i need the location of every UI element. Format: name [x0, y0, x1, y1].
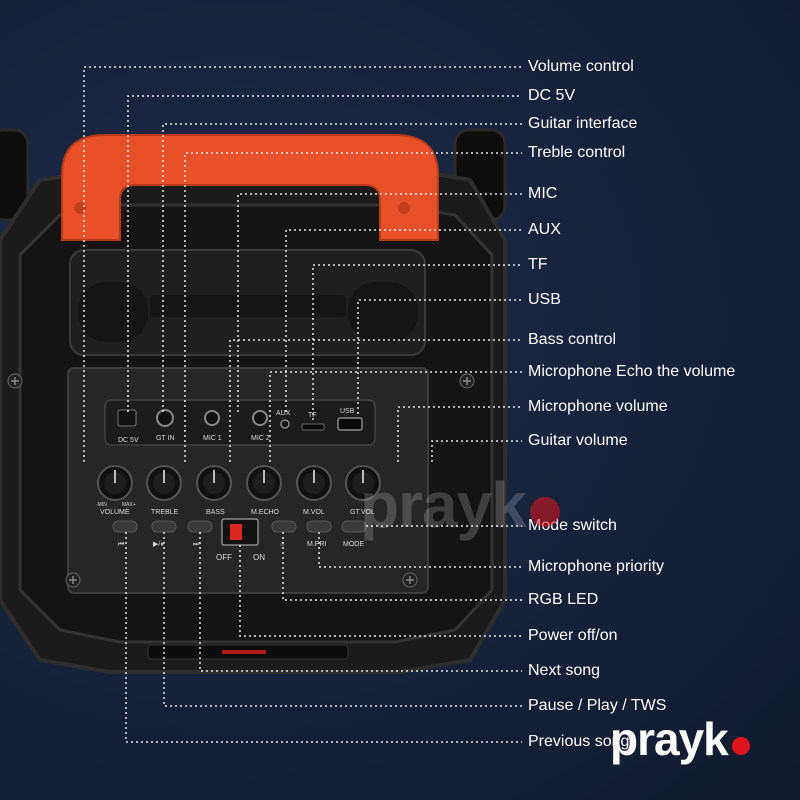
brand-watermark-text: prayk — [360, 469, 527, 541]
button-label-mode: MODE — [343, 541, 364, 548]
knob-mic-volume — [296, 465, 332, 501]
button-label-led: ☼ — [279, 541, 285, 548]
port-label-tf: TF — [308, 412, 317, 419]
button-label-next: ⏭ — [193, 541, 200, 548]
carry-handle — [61, 134, 439, 241]
port-label-dc: DC 5V — [118, 437, 139, 444]
callout-guitar-volume: Guitar volume — [528, 432, 628, 449]
callout-previous-song: Previous song — [528, 733, 630, 750]
port-label-mic2: MIC 2 — [251, 435, 270, 442]
brand-logo-text: prayk — [610, 713, 729, 765]
button-next — [187, 520, 213, 533]
button-mic-priority — [306, 520, 332, 533]
knob-treble — [146, 465, 182, 501]
handle-screw-right — [398, 202, 410, 214]
callout-dc-5v: DC 5V — [528, 87, 576, 104]
callout-next-song: Next song — [528, 662, 601, 679]
screw-icon — [459, 373, 475, 389]
mic1-port — [204, 410, 220, 426]
gt-in-port — [156, 409, 174, 427]
callout-rgb-led: RGB LED — [528, 591, 599, 608]
callout-mic: MIC — [528, 185, 558, 202]
power-switch-rocker — [230, 524, 242, 540]
knob-max-label: MAX+ — [122, 502, 136, 508]
screw-icon — [65, 572, 81, 588]
switch-label-off: OFF — [216, 553, 232, 562]
port-label-aux: AUX — [276, 410, 291, 417]
grille-slot-left — [78, 282, 148, 342]
left-wheel — [0, 128, 30, 222]
leader-lines — [83, 66, 522, 743]
callout-tf: TF — [528, 256, 548, 273]
brand-logo: prayk — [610, 712, 750, 766]
port-label-gt: GT IN — [156, 435, 175, 442]
button-label-play: ▶/⏸ — [153, 541, 164, 548]
button-rgb-led — [271, 520, 297, 533]
callout-mic-volume: Microphone volume — [528, 398, 668, 415]
port-label-mic1: MIC 1 — [203, 435, 222, 442]
knob-label-gtvol: GT.VOL — [350, 509, 375, 516]
callout-mic-priority: Microphone priority — [528, 558, 665, 575]
screw-icon — [7, 373, 23, 389]
callout-aux: AUX — [528, 221, 561, 238]
switch-label-on: ON — [253, 553, 265, 562]
handle-screw-left — [74, 202, 86, 214]
mic2-port — [252, 410, 268, 426]
brand-logo-dot — [731, 737, 750, 755]
grille-slot-right — [348, 282, 418, 342]
knob-guitar-volume — [345, 465, 381, 501]
knob-bass — [196, 465, 232, 501]
port-label-usb: USB — [340, 408, 355, 415]
knob-label-treble: TREBLE — [151, 509, 179, 516]
callout-volume-control: Volume control — [528, 58, 634, 75]
brand-watermark: prayk — [360, 468, 560, 542]
knob-label-echo: M.ECHO — [251, 509, 280, 516]
callout-treble-control: Treble control — [528, 144, 626, 161]
callout-power: Power off/on — [528, 627, 618, 644]
callout-bass-control: Bass control — [528, 331, 617, 348]
callout-pause-play-tws: Pause / Play / TWS — [528, 697, 667, 714]
aux-port — [280, 419, 290, 429]
button-previous — [112, 520, 138, 533]
brand-watermark-dot — [529, 497, 560, 527]
screw-icon — [402, 572, 418, 588]
knob-echo — [246, 465, 282, 501]
button-label-previous: ⏮ — [118, 541, 124, 548]
button-play-pause — [151, 520, 177, 533]
tf-slot — [301, 423, 325, 431]
callout-mic-echo: Microphone Echo the volume — [528, 363, 736, 380]
port-strip — [104, 399, 376, 446]
usb-port — [337, 417, 363, 431]
knob-volume — [97, 465, 133, 501]
grille-bar — [150, 295, 346, 317]
knob-label-volume: VOLUME — [100, 509, 130, 516]
knob-label-bass: BASS — [206, 509, 225, 516]
callout-guitar-interface: Guitar interface — [528, 115, 638, 132]
knob-label-mvol: M.VOL — [303, 509, 325, 516]
button-label-mpri: M.PRI — [307, 541, 327, 548]
led-dots — [222, 650, 266, 654]
knob-min-label: -MIN — [96, 502, 107, 508]
callout-usb: USB — [528, 291, 561, 308]
dc-port — [117, 409, 137, 427]
